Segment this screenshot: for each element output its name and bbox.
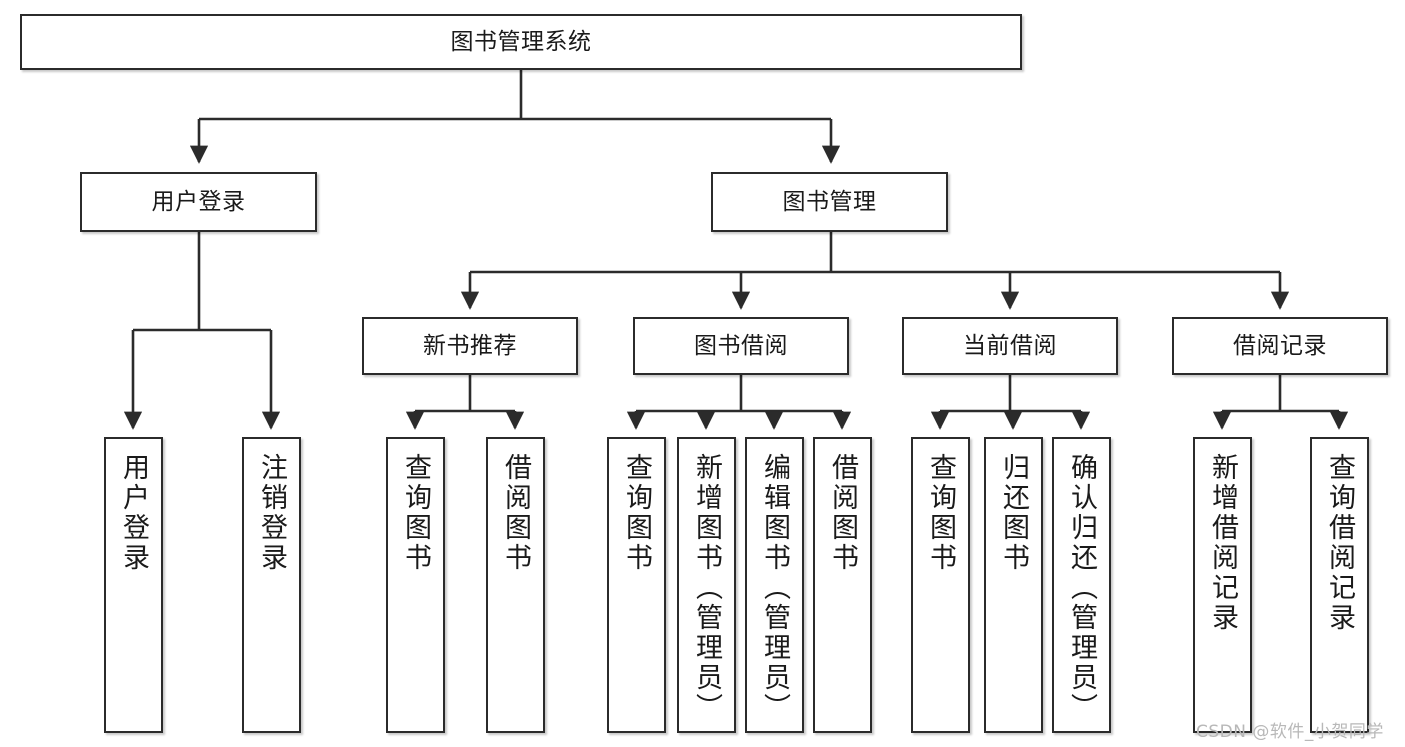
node-leaf-user-login[interactable]: 用户登录 [104, 437, 163, 733]
node-label: 借阅图书 [500, 453, 531, 573]
node-new-book-recommend[interactable]: 新书推荐 [362, 317, 578, 375]
node-leaf-query-book-2[interactable]: 查询图书 [607, 437, 666, 733]
node-label: 注销登录 [256, 453, 287, 573]
node-label: 借阅图书 [827, 453, 858, 573]
node-leaf-borrow-book-2[interactable]: 借阅图书 [813, 437, 872, 733]
node-leaf-logout[interactable]: 注销登录 [242, 437, 301, 733]
node-root-system[interactable]: 图书管理系统 [20, 14, 1022, 70]
node-book-borrow[interactable]: 图书借阅 [633, 317, 849, 375]
node-label: 借阅记录 [1233, 332, 1327, 359]
node-label: 图书管理系统 [450, 28, 592, 55]
node-label: 图书管理 [782, 188, 877, 215]
node-leaf-query-book-3[interactable]: 查询图书 [911, 437, 970, 733]
node-leaf-query-book-1[interactable]: 查询图书 [386, 437, 445, 733]
node-leaf-query-borrow-record[interactable]: 查询借阅记录 [1310, 437, 1369, 733]
node-leaf-edit-book[interactable]: 编辑图书（管理员） [745, 437, 804, 733]
node-label: 归还图书 [998, 453, 1029, 573]
node-label: 当前借阅 [963, 332, 1057, 359]
node-label: 用户登录 [118, 453, 149, 573]
node-user-login[interactable]: 用户登录 [80, 172, 317, 232]
node-label: 确认归还（管理员） [1066, 453, 1097, 723]
node-label: 新增图书（管理员） [691, 453, 722, 723]
node-label: 新增借阅记录 [1207, 453, 1238, 633]
node-leaf-confirm-return[interactable]: 确认归还（管理员） [1052, 437, 1111, 733]
node-label: 查询图书 [925, 453, 956, 573]
node-borrow-record[interactable]: 借阅记录 [1172, 317, 1388, 375]
node-leaf-add-borrow-record[interactable]: 新增借阅记录 [1193, 437, 1252, 733]
node-label: 图书借阅 [694, 332, 788, 359]
node-label: 查询借阅记录 [1324, 453, 1355, 633]
node-leaf-return-book[interactable]: 归还图书 [984, 437, 1043, 733]
node-label: 查询图书 [621, 453, 652, 573]
node-label: 编辑图书（管理员） [759, 453, 790, 723]
node-leaf-add-book[interactable]: 新增图书（管理员） [677, 437, 736, 733]
node-book-manage[interactable]: 图书管理 [711, 172, 948, 232]
csdn-watermark: CSDN @软件_小贺同学 [1196, 722, 1384, 742]
node-current-borrow[interactable]: 当前借阅 [902, 317, 1118, 375]
node-label: 查询图书 [400, 453, 431, 573]
node-leaf-borrow-book-1[interactable]: 借阅图书 [486, 437, 545, 733]
node-label: 用户登录 [151, 188, 246, 215]
node-label: 新书推荐 [423, 332, 517, 359]
